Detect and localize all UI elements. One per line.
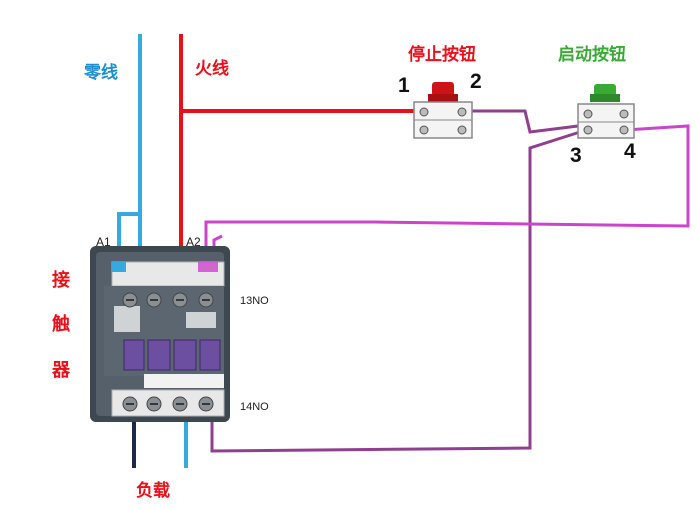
contactor: [90, 246, 230, 422]
terminal-2-label: 2: [470, 70, 482, 93]
contactor-label-1: 接: [52, 269, 70, 291]
start-to-13no-wire: [210, 130, 581, 453]
contactor-label-2: 触: [52, 313, 70, 335]
stop-to-start-wire: [466, 109, 579, 134]
stop-button: [413, 82, 473, 139]
contactor-label-3: 器: [51, 360, 71, 381]
start-to-a2-wire: [204, 124, 690, 268]
load-label: 负载: [136, 480, 170, 501]
terminal-3-label: 3: [570, 144, 582, 167]
neutral-label: 零线: [83, 62, 118, 83]
a1-label: A1: [96, 235, 111, 249]
start-button-label: 启动按钮: [558, 44, 626, 65]
a2-label: A2: [186, 235, 201, 249]
terminal-4-label: 4: [624, 140, 636, 163]
start-button: [577, 84, 635, 139]
stop-button-label: 停止按钮: [408, 44, 476, 65]
terminal-1-label: 1: [398, 74, 410, 97]
live-label: 火线: [195, 58, 229, 79]
13no-label: 13NO: [240, 295, 269, 307]
14no-label: 14NO: [240, 401, 269, 413]
